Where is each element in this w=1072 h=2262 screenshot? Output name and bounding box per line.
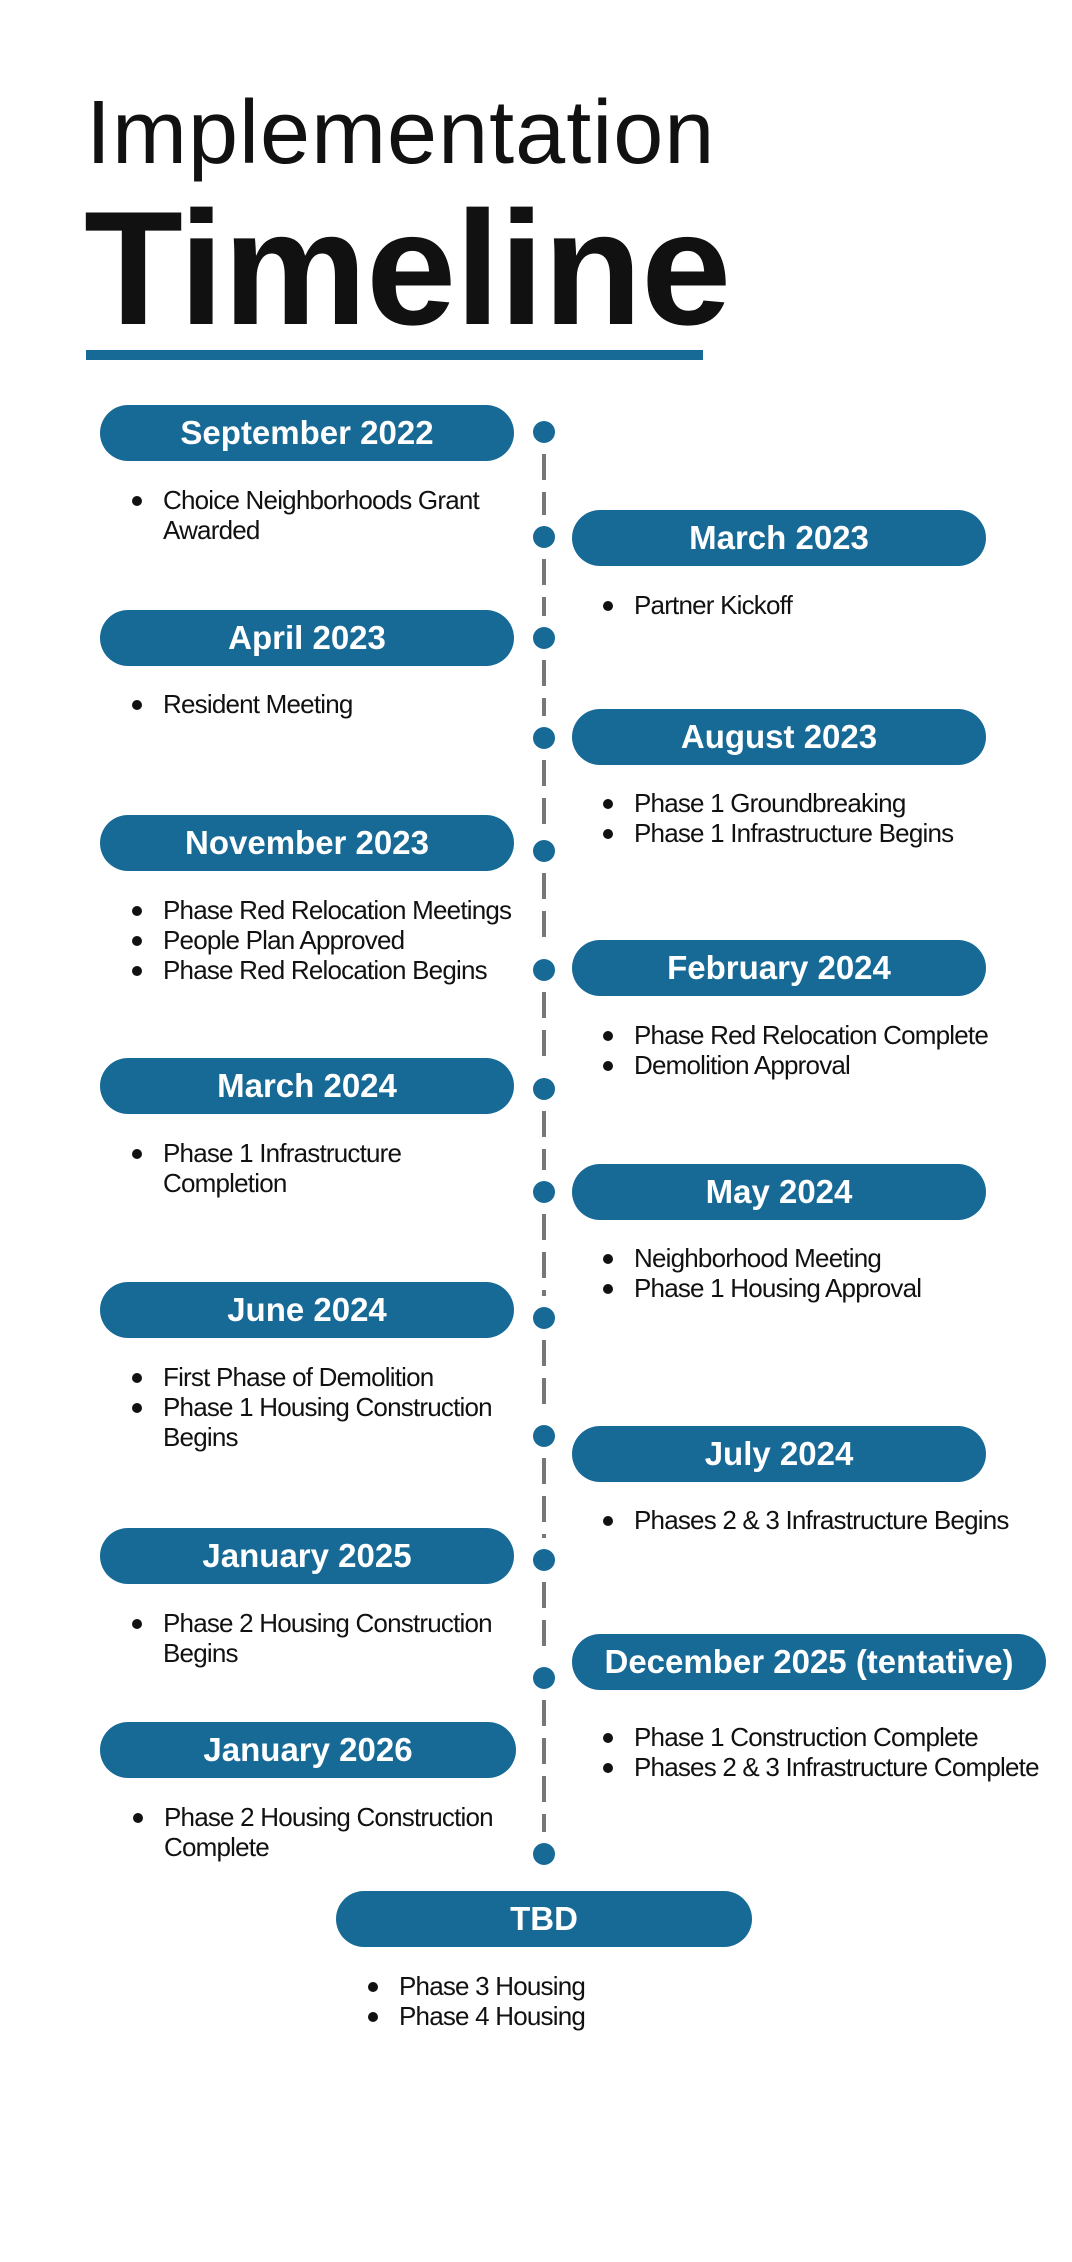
timeline-axis-segment [542, 698, 546, 716]
milestone-list-july-2024: Phases 2 & 3 Infrastructure Begins [603, 1505, 1034, 1535]
milestone-item: Phase 3 Housing [368, 1971, 759, 2001]
milestone-item: First Phase of Demolition [132, 1362, 523, 1392]
timeline-axis-segment [542, 559, 546, 585]
timeline-dot-september-2022 [533, 421, 555, 443]
date-label-march-2023: March 2023 [572, 510, 986, 566]
timeline-dot-april-2023 [533, 627, 555, 649]
date-label-september-2022: September 2022 [100, 405, 514, 461]
timeline-axis-segment [542, 1458, 546, 1484]
milestone-item: Phase 1 Housing Construction Begins [132, 1392, 523, 1452]
milestone-item: Partner Kickoff [603, 590, 1034, 620]
milestone-list-september-2022: Choice Neighborhoods Grant Awarded [132, 485, 523, 545]
timeline-axis-segment [542, 492, 546, 515]
timeline-axis-segment [542, 760, 546, 786]
timeline-axis-segment [542, 1776, 546, 1802]
timeline-axis-segment [542, 1378, 546, 1404]
timeline-dot-june-2024 [533, 1307, 555, 1329]
timeline-dot-january-2025 [533, 1549, 555, 1571]
timeline-dot-february-2024 [533, 959, 555, 981]
date-label-july-2024: July 2024 [572, 1426, 986, 1482]
milestone-item: Phase 2 Housing Construction Complete [133, 1802, 524, 1862]
timeline-dot-january-2026 [533, 1843, 555, 1865]
timeline-axis-segment [542, 1496, 546, 1522]
timeline-dot-november-2023 [533, 840, 555, 862]
timeline-dot-march-2024 [533, 1078, 555, 1100]
page-title-line1: Implementation [86, 83, 716, 183]
milestone-item: Phase Red Relocation Begins [132, 955, 523, 985]
date-label-january-2025: January 2025 [100, 1528, 514, 1584]
timeline-axis-segment [542, 1214, 546, 1240]
timeline-axis-segment [542, 1030, 546, 1056]
milestone-item: Phase 2 Housing Construction Begins [132, 1608, 523, 1668]
timeline-dot-august-2023 [533, 727, 555, 749]
milestone-item: Neighborhood Meeting [603, 1243, 1034, 1273]
timeline-axis-segment [542, 1252, 546, 1278]
timeline-axis-segment [542, 911, 546, 937]
timeline-axis-segment [542, 1340, 546, 1366]
milestone-item: Phases 2 & 3 Infrastructure Begins [603, 1505, 1034, 1535]
title-underline [86, 350, 703, 360]
timeline-axis-segment [542, 1620, 546, 1646]
timeline-axis-segment [542, 992, 546, 1018]
date-label-may-2024: May 2024 [572, 1164, 986, 1220]
timeline-dot-march-2023 [533, 526, 555, 548]
milestone-item: Phases 2 & 3 Infrastructure Complete [603, 1752, 1064, 1782]
milestone-item: Phase 1 Housing Approval [603, 1273, 1034, 1303]
milestone-list-march-2024: Phase 1 Infrastructure Completion [132, 1138, 523, 1198]
timeline-axis-segment [542, 1738, 546, 1764]
milestone-item: Phase 4 Housing [368, 2001, 759, 2031]
date-label-august-2023: August 2023 [572, 709, 986, 765]
date-label-november-2023: November 2023 [100, 815, 514, 871]
date-label-february-2024: February 2024 [572, 940, 986, 996]
milestone-item: People Plan Approved [132, 925, 523, 955]
timeline-axis-segment [542, 660, 546, 686]
milestone-list-march-2023: Partner Kickoff [603, 590, 1034, 620]
date-label-tbd: TBD [336, 1891, 752, 1947]
page-title-line2: Timeline [84, 178, 731, 359]
milestone-item: Resident Meeting [132, 689, 523, 719]
date-label-june-2024: June 2024 [100, 1282, 514, 1338]
timeline-axis-segment [542, 1582, 546, 1608]
timeline-axis-segment [542, 798, 546, 824]
timeline-axis-segment [542, 1149, 546, 1170]
timeline-axis-segment [542, 873, 546, 899]
milestone-item: Phase 1 Groundbreaking [603, 788, 1034, 818]
timeline-axis-segment [542, 597, 546, 616]
milestone-item: Phase 1 Infrastructure Begins [603, 818, 1034, 848]
milestone-item: Phase Red Relocation Complete [603, 1020, 1034, 1050]
timeline-dot-may-2024 [533, 1181, 555, 1203]
timeline-axis-segment [542, 1111, 546, 1137]
date-label-january-2026: January 2026 [100, 1722, 516, 1778]
timeline-axis-segment [542, 454, 546, 480]
timeline-axis-segment [542, 1700, 546, 1726]
milestone-item: Phase 1 Construction Complete [603, 1722, 1064, 1752]
milestone-item: Choice Neighborhoods Grant Awarded [132, 485, 523, 545]
timeline-axis-segment [542, 1534, 546, 1538]
date-label-april-2023: April 2023 [100, 610, 514, 666]
milestone-list-january-2026: Phase 2 Housing Construction Complete [133, 1802, 524, 1862]
date-label-december-2025-tentative: December 2025 (tentative) [572, 1634, 1046, 1690]
timeline-dot-december-2025-tentative [533, 1667, 555, 1689]
milestone-list-january-2025: Phase 2 Housing Construction Begins [132, 1608, 523, 1668]
timeline-axis-segment [542, 1814, 546, 1832]
timeline-dot-july-2024 [533, 1425, 555, 1447]
date-label-march-2024: March 2024 [100, 1058, 514, 1114]
timeline-axis-segment [542, 1290, 546, 1296]
milestone-list-april-2023: Resident Meeting [132, 689, 523, 719]
milestone-item: Demolition Approval [603, 1050, 1034, 1080]
milestone-item: Phase Red Relocation Meetings [132, 895, 523, 925]
milestone-item: Phase 1 Infrastructure Completion [132, 1138, 523, 1198]
